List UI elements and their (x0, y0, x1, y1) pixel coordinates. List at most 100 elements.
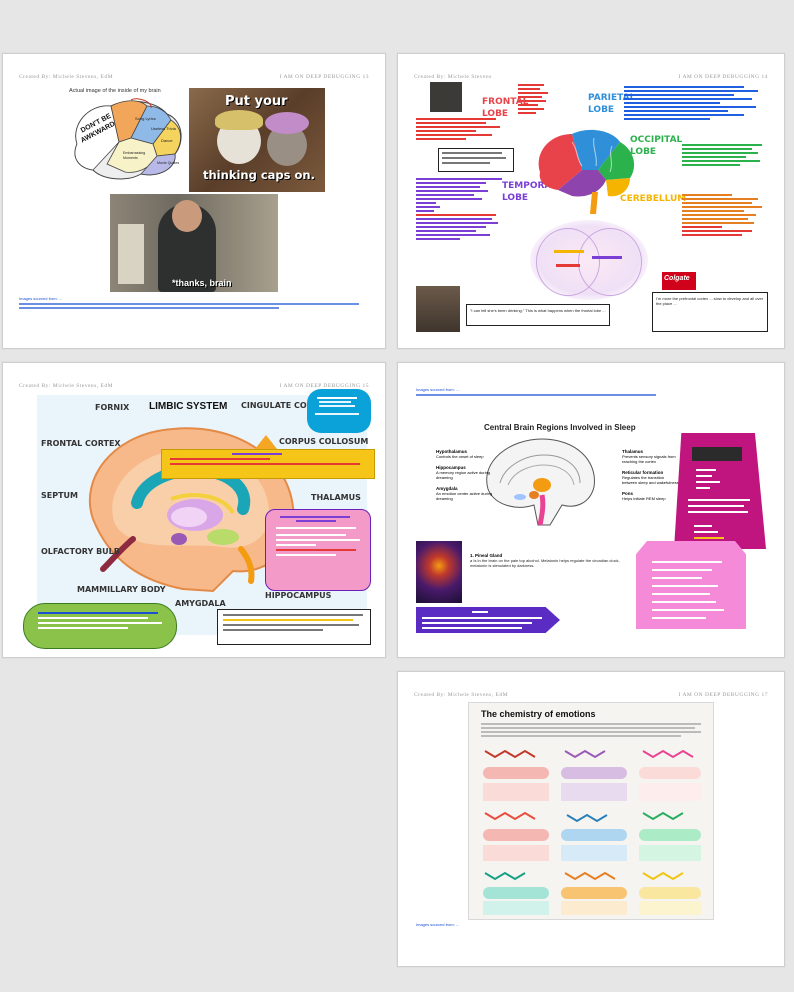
frontal-lobe-label: FRONTAL LOBE (482, 97, 529, 119)
header-page-number: I AM ON DEEP DEBUGGING 17 (678, 692, 768, 698)
sleep-diagram-title: Central Brain Regions Involved in Sleep (484, 423, 636, 432)
svg-text:Moments: Moments (123, 156, 138, 160)
frontal-bullets (518, 82, 554, 116)
cat-left-hat (215, 110, 263, 130)
label-desc: A memory region active during dreaming (436, 470, 491, 480)
header-page-number: I AM ON DEEP DEBUGGING 13 (279, 74, 369, 80)
label-hippocampus: HIPPOCAMPUS (265, 591, 332, 600)
molecule-row-1 (484, 749, 694, 759)
label-name: Hippocampus (436, 465, 466, 470)
label-olfactory-bulb: OLFACTORY BULB (41, 547, 120, 556)
poster-title: The chemistry of emotions (481, 709, 596, 719)
drinking-photo (416, 286, 460, 332)
right-notes-blue (624, 84, 764, 122)
page-header: Created By: Michele Stevens, EdM I AM ON… (414, 692, 768, 700)
sleep-right-label-2: Pons Helps initiate REM sleep (622, 491, 680, 501)
page-header: Created By: Michele Stevens, EdM I AM ON… (19, 74, 369, 82)
label-frontal-cortex: FRONTAL CORTEX (41, 439, 121, 448)
sources-label: Images sourced from: ... (19, 296, 63, 301)
frontal-note-box (438, 148, 514, 172)
colgate-brand: Colgate (664, 275, 690, 282)
parietal-lobe-label: PARIETAL LOBE (588, 93, 636, 115)
label-amygdala: AMYGDALA (175, 599, 226, 608)
venn-right (578, 228, 642, 296)
yellow-callout (161, 449, 375, 479)
caption-right-text: I'm more the prefrontal cortex ... slow … (656, 296, 764, 306)
svg-text:Movie Quotes: Movie Quotes (157, 161, 179, 165)
sleep-right-label-0: Thalamus Prevents sensory signals from r… (622, 449, 680, 464)
left-notes-purple (416, 176, 508, 242)
cartoon-brain-image: DON'T BE AWKWARD Song Lyrics Useless Tri… (74, 98, 182, 180)
page-header: Created By: Michele Stevens I AM ON DEEP… (414, 74, 768, 82)
brain-caption: Actual image of the inside of my brain (69, 88, 161, 94)
thinking-caps-meme: Put your thinking caps on. (189, 88, 325, 192)
sleep-left-label-1: Hippocampus A memory region active durin… (436, 465, 494, 480)
pineal-heading: 1. Pineal Gland (470, 553, 503, 558)
header-author: Created By: Michele Stevens, EdM (414, 692, 509, 698)
svg-text:Song Lyrics: Song Lyrics (135, 116, 156, 121)
sleep-left-label-2: Amygdala An emotion center active during… (436, 486, 494, 501)
pink-octagon-callout (636, 541, 746, 629)
pill-row-1 (483, 767, 701, 801)
sleep-right-labels: Thalamus Prevents sensory signals from r… (622, 449, 680, 501)
header-page-number: I AM ON DEEP DEBUGGING 15 (279, 383, 369, 389)
header-author: Created By: Michele Stevens, EdM (19, 383, 114, 389)
sleep-right-label-1: Reticular formation Regulates the transi… (622, 470, 680, 485)
document-page-2: Created By: Michele Stevens I AM ON DEEP… (397, 53, 785, 349)
image-sources-footer[interactable]: Images sourced from: ... (416, 922, 616, 927)
molecule-row-2 (484, 811, 684, 823)
frontal-thumbnail (430, 82, 462, 112)
molecule-row-3 (484, 871, 684, 881)
pink-callout (265, 509, 371, 591)
label-mammillary-body: MAMMILLARY BODY (77, 585, 166, 594)
label-name: Reticular formation (622, 470, 664, 475)
meme-top-text: Put your (225, 94, 288, 109)
person-head (172, 200, 202, 232)
right-notes-green (682, 142, 766, 168)
left-notes-red (416, 116, 506, 142)
cerebellum-label: CEREBELLUM (620, 194, 687, 204)
label-septum: SEPTUM (41, 491, 79, 500)
svg-text:Useless Trivia: Useless Trivia (151, 126, 177, 131)
sleep-brain-diagram (486, 438, 595, 526)
purple-banner (416, 607, 560, 633)
sources-link-label: Images sourced from: ... (416, 387, 460, 392)
occipital-lobe-label: OCCIPITAL LOBE (630, 135, 683, 157)
pill-row-3 (483, 887, 701, 915)
caption-left-text: "I can tell she's been drinking." This i… (470, 308, 606, 313)
document-page-4: Images sourced from: ... Central Brain R… (397, 362, 785, 658)
label-desc: An emotion center active during dreaming (436, 491, 493, 501)
caption-box-left: "I can tell she's been drinking." This i… (466, 304, 610, 326)
white-caption-box (217, 609, 371, 645)
emotions-poster: The chemistry of emotions (468, 702, 714, 920)
microscope-shape (118, 224, 144, 284)
green-callout (23, 603, 177, 649)
temporal-lobe-label: TEMPORAL LOBE (502, 181, 558, 203)
label-fornix: FORNIX (95, 403, 130, 412)
label-corpus-collosum: CORPUS COLLOSUM (279, 437, 369, 446)
sleep-left-label-0: Hypothalamus Controls the onset of sleep (436, 449, 494, 459)
limbic-title: LIMBIC SYSTEM (149, 401, 228, 412)
blue-callout (307, 389, 371, 433)
up-arrow (255, 435, 277, 449)
pineal-gland-image (416, 541, 462, 603)
cerebellum-diagram (530, 220, 648, 300)
label-desc: Controls the onset of sleep (436, 454, 484, 459)
cat-right-hat (265, 112, 309, 134)
lobes-brain-diagram (538, 129, 635, 214)
label-name: Hypothalamus (436, 449, 468, 454)
label-cingulate-cortex: CINGULATE CORTEX (241, 401, 330, 410)
document-page-1: Created By: Michele Stevens, EdM I AM ON… (2, 53, 386, 349)
colgate-box: Colgate (662, 272, 696, 290)
document-page-5: Created By: Michele Stevens, EdM I AM ON… (397, 671, 785, 967)
label-desc: Regulates the transition between sleep a… (622, 475, 679, 485)
thanks-brain-photo: *thanks, brain (110, 194, 278, 292)
page-header: Created By: Michele Stevens, EdM I AM ON… (19, 383, 369, 391)
sources-link[interactable]: Images sourced from: ... (416, 387, 716, 398)
thanks-caption: *thanks, brain (172, 278, 232, 288)
label-name: Thalamus (622, 449, 644, 454)
label-name: Pons (622, 491, 634, 496)
header-page-number: I AM ON DEEP DEBUGGING 14 (678, 74, 768, 80)
image-sources-footer[interactable]: Images sourced from: ... (19, 296, 369, 311)
svg-text:Embarrassing: Embarrassing (123, 151, 145, 155)
